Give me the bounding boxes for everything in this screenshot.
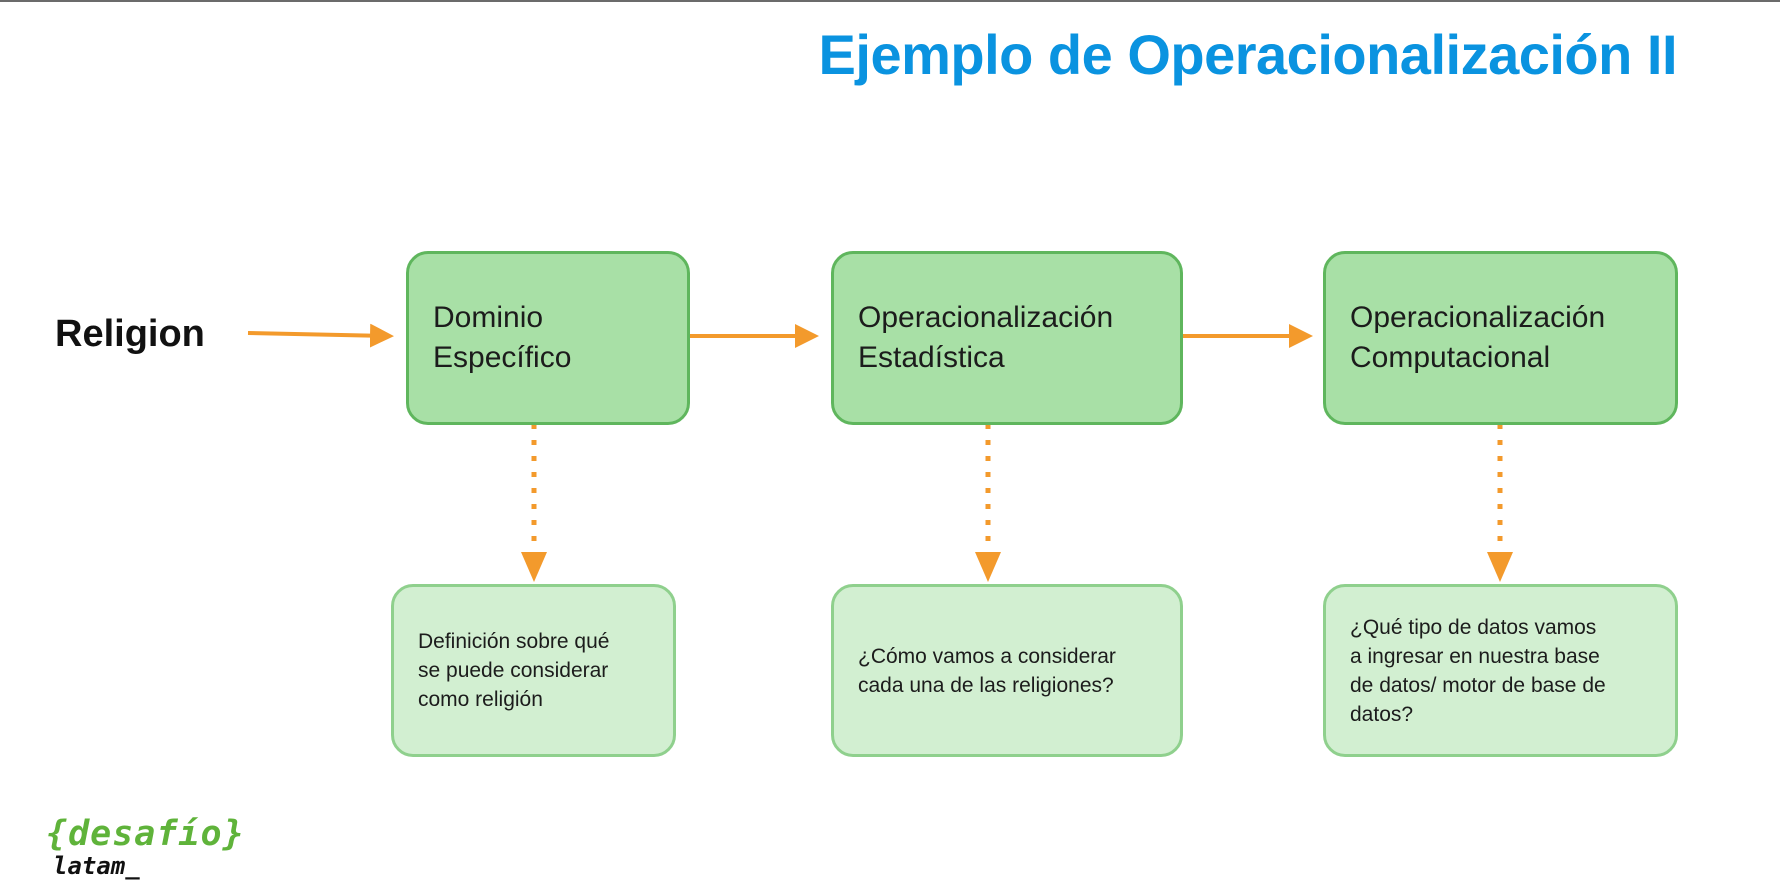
- stage-box-estadistica: Operacionalización Estadística: [831, 251, 1183, 425]
- detail-text: ¿Cómo vamos a considerar cada una de las…: [858, 644, 1116, 697]
- detail-text: ¿Qué tipo de datos vamos a ingresar en n…: [1350, 615, 1606, 726]
- slide-title: Ejemplo de Operacionalización II: [818, 23, 1678, 86]
- stage-box-dominio: Dominio Específico: [406, 251, 690, 425]
- arrow-down-dotted-icon: [521, 424, 547, 582]
- logo-subtext: latam_: [53, 852, 140, 880]
- detail-box-computacional: ¿Qué tipo de datos vamos a ingresar en n…: [1323, 584, 1678, 757]
- arrow-right-icon: [247, 323, 394, 348]
- stage-box-computacional: Operacionalización Computacional: [1323, 251, 1678, 425]
- stage-label: Dominio Específico: [433, 301, 572, 374]
- arrow-down-dotted-icon: [975, 424, 1001, 582]
- input-concept-label: Religion: [55, 313, 205, 355]
- top-divider: [0, 0, 1780, 2]
- arrow-down-dotted-icon: [1487, 424, 1513, 582]
- stage-label: Operacionalización Computacional: [1350, 301, 1606, 374]
- detail-box-estadistica: ¿Cómo vamos a considerar cada una de las…: [831, 584, 1183, 757]
- stage-label: Operacionalización Estadística: [858, 301, 1114, 374]
- detail-box-dominio: Definición sobre qué se puede considerar…: [391, 584, 676, 757]
- logo-wordmark: {desafío}: [46, 814, 245, 854]
- desafio-latam-logo: {desafío} latam_: [46, 815, 246, 885]
- detail-text: Definición sobre qué se puede considerar…: [418, 630, 610, 711]
